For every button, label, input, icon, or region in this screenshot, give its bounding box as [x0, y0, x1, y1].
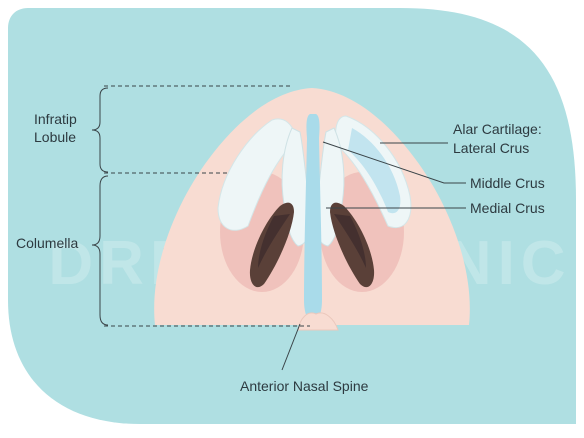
- right-lateral-crus-tint: [348, 128, 401, 214]
- infratip-brace: [91, 87, 109, 173]
- septum: [304, 114, 322, 322]
- label-infratip-line2: Lobule: [34, 129, 76, 145]
- label-medial-crus: Medial Crus: [470, 200, 545, 216]
- label-columella: Columella: [16, 235, 78, 251]
- label-alar-cartilage: Alar Cartilage:: [453, 121, 542, 137]
- leader-lines: [281, 141, 466, 371]
- columella-brace: [91, 175, 109, 326]
- label-infratip-line1: Infratip: [34, 111, 77, 127]
- label-anterior-nasal-spine: Anterior Nasal Spine: [240, 378, 369, 394]
- left-nostril: [249, 202, 294, 288]
- label-middle-crus: Middle Crus: [470, 175, 545, 191]
- dashed-guides: [104, 85, 310, 327]
- label-lateral-crus: Lateral Crus: [453, 140, 529, 156]
- right-nostril: [330, 202, 375, 288]
